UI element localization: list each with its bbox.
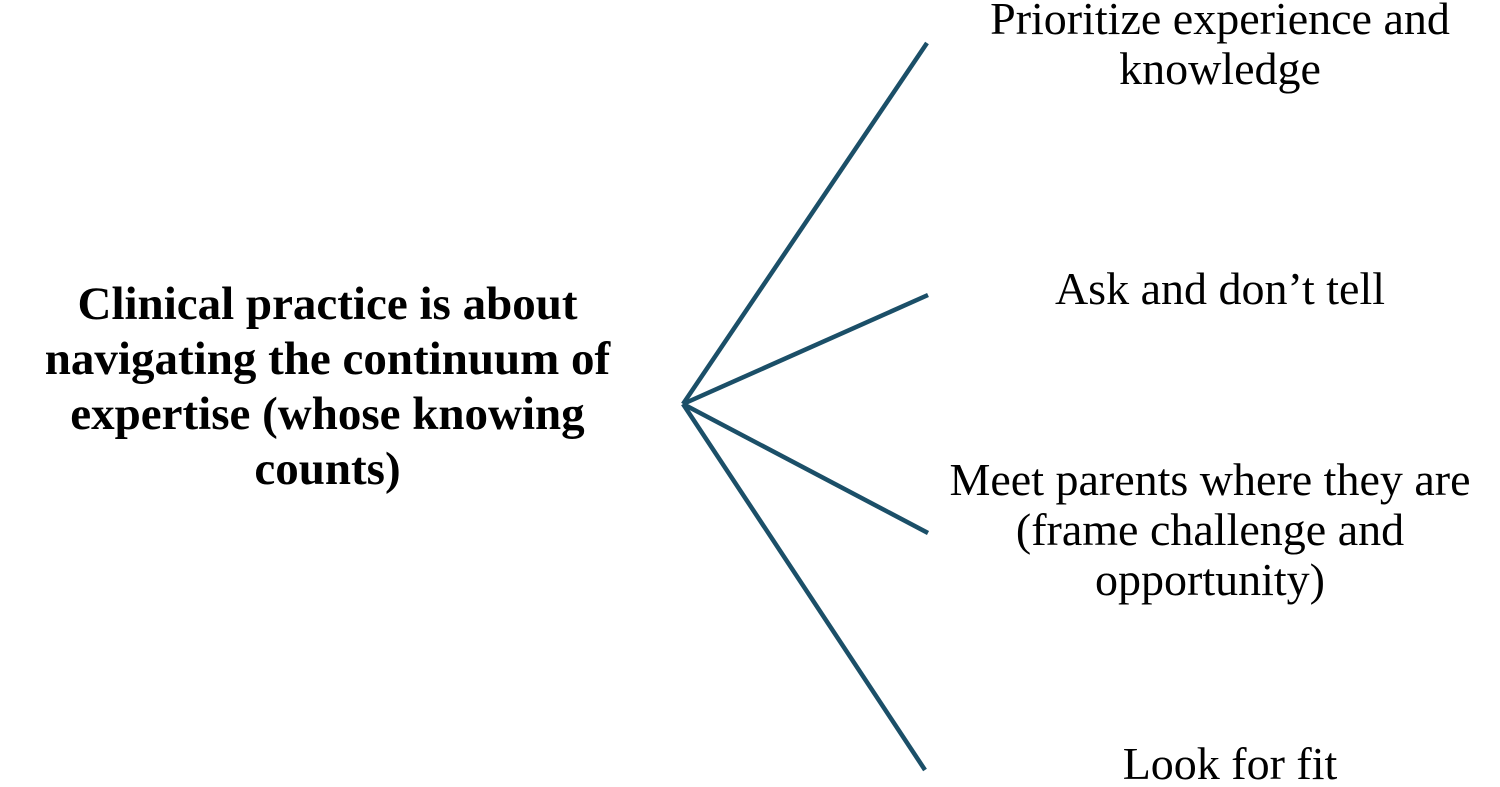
center-node-text: Clinical practice is about navigating th… [44,278,611,495]
branch-meet-parents: Meet parents where they are (frame chall… [949,454,1471,605]
connector-line-upper-middle [682,292,929,407]
branch-look-for-fit: Look for fit [1122,738,1338,787]
connector-line-lower-middle [681,402,930,535]
branch-prioritize-experience: Prioritize experience and knowledge [990,0,1450,94]
connector-line-top [681,41,929,406]
connector-line-bottom [681,402,927,772]
branch-ask-dont-tell: Ask and don’t tell [1054,263,1386,314]
